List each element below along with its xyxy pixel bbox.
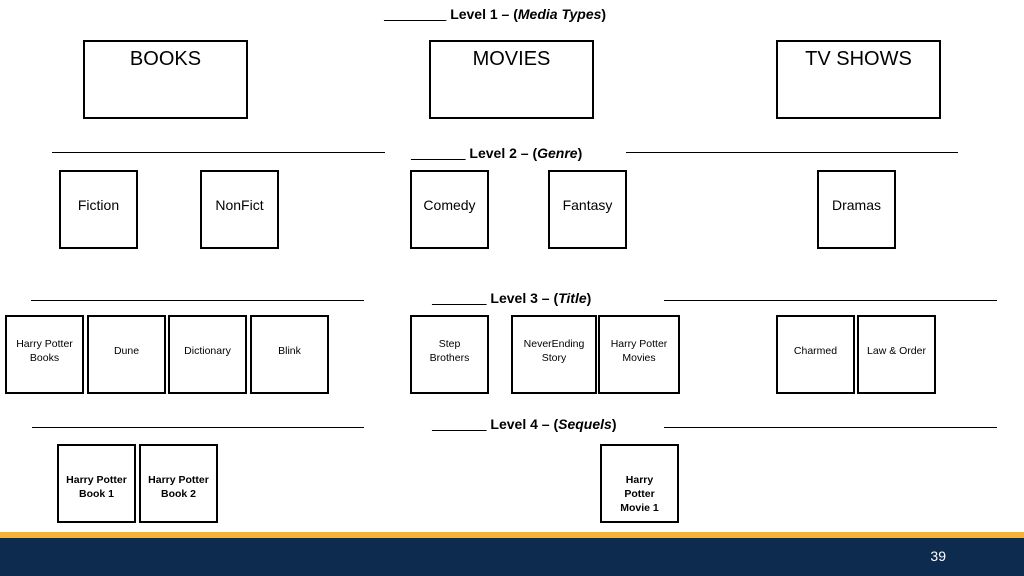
title-box-harry-potter-movies: Harry Potter Movies [598,315,680,394]
level-2-topic: Genre [537,145,578,161]
level-2-left-rule [52,152,385,153]
level-1-label: Level 1 – ( [450,6,518,22]
level-3-right-rule [664,300,997,301]
genre-box-dramas: Dramas [817,170,896,249]
level-1-blank: ________ [384,6,447,22]
genre-box-comedy: Comedy [410,170,489,249]
level-2-label: Level 2 – ( [469,145,538,161]
level-2-blank: _______ [411,145,466,161]
sequel-box-harry-potter-book-2: Harry Potter Book 2 [139,444,218,523]
level-4-topic: Sequels [558,416,612,432]
level-4-left-rule [32,427,364,428]
genre-box-fantasy: Fantasy [548,170,627,249]
sequel-box-harry-potter-book-1: Harry Potter Book 1 [57,444,136,523]
genre-box-fiction: Fiction [59,170,138,249]
level-3-heading: _______ Level 3 – (Title) [432,290,591,306]
level-1-topic: Media Types [517,6,602,22]
title-box-harry-potter-books: Harry Potter Books [5,315,84,394]
title-box-neverending-story: NeverEnding Story [511,315,597,394]
title-box-dictionary: Dictionary [168,315,247,394]
level-2-right-rule [626,152,958,153]
level-2-heading: _______ Level 2 – (Genre) [411,145,582,161]
footer-accent-stripe [0,532,1024,538]
level-3-close: ) [586,290,592,306]
title-box-dune: Dune [87,315,166,394]
level-3-blank: _______ [432,290,487,306]
title-box-charmed: Charmed [776,315,855,394]
level-3-label: Level 3 – ( [490,290,559,306]
title-box-blink: Blink [250,315,329,394]
media-type-box-books: BOOKS [83,40,248,119]
level-2-close: ) [577,145,583,161]
level-4-right-rule [664,427,997,428]
level-3-topic: Title [558,290,587,306]
genre-box-nonfict: NonFict [200,170,279,249]
title-box-step-brothers: Step Brothers [410,315,489,394]
level-4-blank: _______ [432,416,487,432]
footer-bar [0,538,1024,576]
level-3-left-rule [31,300,364,301]
media-type-box-tv-shows: TV SHOWS [776,40,941,119]
title-box-law-and-order: Law & Order [857,315,936,394]
sequel-box-harry-potter-movie-1: Harry Potter Movie 1 [600,444,679,523]
page-number: 39 [930,548,946,564]
level-4-heading: _______ Level 4 – (Sequels) [432,416,616,432]
level-1-close: ) [601,6,607,22]
media-type-box-movies: MOVIES [429,40,594,119]
level-1-heading: ________ Level 1 – (Media Types) [384,6,606,22]
level-4-label: Level 4 – ( [490,416,559,432]
level-4-close: ) [611,416,617,432]
